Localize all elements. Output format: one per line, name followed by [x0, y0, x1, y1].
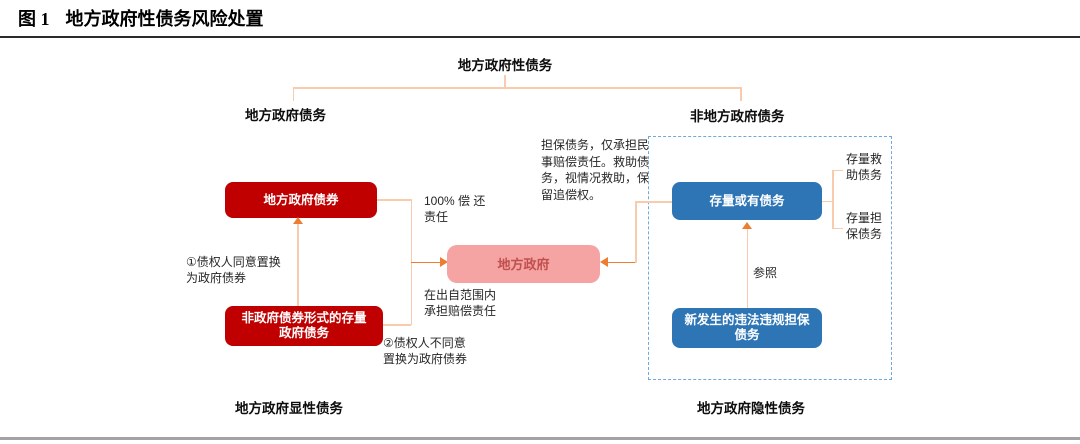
bracket-vertical — [832, 170, 834, 229]
root-node-label: 地方政府性债务 — [457, 58, 553, 73]
note-swap-disagree: ②债权人不同意 置换为政府债券 — [383, 336, 468, 366]
note-swap-agree: ①债权人同意置换 为政府债券 — [186, 255, 281, 285]
left-branch-label: 地方政府债务 — [245, 108, 326, 123]
node-local-government-bonds: 地方政府债券 — [225, 182, 377, 218]
node-local-government: 地方政府 — [447, 245, 600, 283]
connector-right-drop — [740, 87, 742, 101]
arrow-left-into-government-icon — [600, 257, 608, 267]
connector-root-drop — [504, 75, 506, 88]
note-repay-responsibility: 100% 偿 还 责任 — [424, 194, 486, 224]
bracket-stem — [822, 200, 833, 202]
arrow-right-into-government-icon — [440, 257, 448, 267]
label-stock-guarantee-debt: 存量担 保债务 — [846, 211, 883, 241]
note-reference: 参照 — [753, 266, 778, 280]
bracket-tick-top — [832, 169, 843, 171]
connector-left-drop — [292, 87, 294, 101]
connector-junction-to-government — [411, 261, 440, 263]
right-branch-label: 非地方政府债务 — [690, 109, 785, 124]
connector-bond-to-junction — [377, 199, 411, 201]
connector-stock-to-junction — [383, 324, 411, 326]
node-new-illegal-guarantee-debt: 新发生的违法违规担保 债务 — [672, 308, 822, 348]
figure-number: 图 1 — [18, 9, 50, 29]
node-stock-government-debt: 非政府债券形式的存量 政府债务 — [225, 306, 383, 346]
connector-swap-vertical — [297, 224, 299, 306]
connector-branch-horizontal — [292, 87, 742, 89]
bracket-tick-bottom — [832, 227, 843, 229]
label-stock-rescue-debt: 存量救 助债务 — [846, 152, 883, 182]
arrow-up-reference-icon — [742, 222, 752, 229]
note-compensate-responsibility: 在出自范围内 承担赔偿责任 — [424, 288, 497, 318]
arrow-up-swap-icon — [293, 217, 303, 224]
footer-implicit-debt-label: 地方政府隐性债务 — [697, 401, 805, 416]
connector-reference-vertical — [746, 229, 748, 308]
connector-right-junction-vertical — [635, 201, 637, 263]
figure-title-text: 地方政府性债务风险处置 — [65, 9, 264, 29]
connector-government-from-right — [608, 261, 636, 263]
node-stock-contingent-debt: 存量或有债务 — [672, 182, 822, 220]
title-rule — [0, 36, 1080, 38]
figure-title: 图 1 地方政府性债务风险处置 — [18, 5, 264, 31]
implicit-debt-dashed-region — [648, 136, 892, 380]
connector-junction-to-contingent — [635, 201, 672, 203]
note-guarantee-rescue: 担保债务，仅承担民 事赔偿责任。救助债 务，视情况救助，保 留追偿权。 — [541, 138, 650, 202]
footer-rule — [0, 437, 1080, 440]
footer-explicit-debt-label: 地方政府显性债务 — [235, 401, 343, 416]
